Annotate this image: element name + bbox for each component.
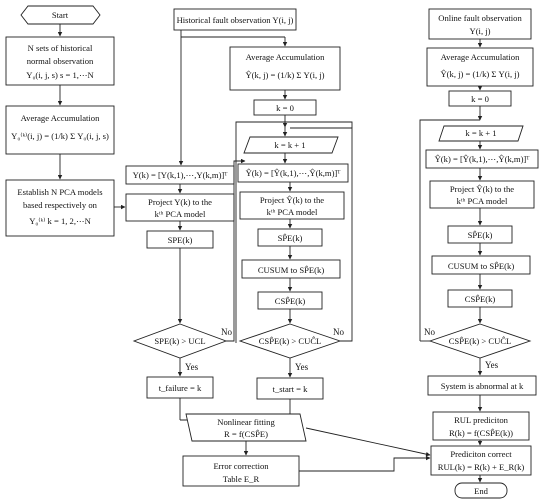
avg-acc-hist-title: Average Accumulation	[246, 52, 326, 62]
nonlinear-fitting-box: Nonlinear fitting R = f(CSP̂E)	[185, 413, 307, 442]
k-increment-mid-box: k = k + 1	[243, 136, 339, 154]
no-label-right: No	[424, 327, 435, 337]
project-yhat-mid-box: Project Ŷ(k) to the kᵗʰ PCA model	[239, 191, 345, 220]
k-increment-right-box: k = k + 1	[438, 125, 524, 142]
t-start-box: t_start = k	[256, 377, 324, 400]
project-y-line2: kᵗʰ PCA model	[155, 209, 206, 219]
cspe-right-label: CSP̂E(k)	[465, 293, 496, 304]
t-start-label: t_start = k	[273, 384, 309, 394]
project-yhat-right-line2: kᵗʰ PCA model	[457, 196, 508, 206]
k-zero-mid-label: k = 0	[276, 103, 294, 113]
k-zero-mid-box: k = 0	[253, 99, 317, 116]
normal-obs-line3: Y₀(i, j, s) s = 1,⋯N	[26, 70, 94, 80]
cspe-mid-box: CSP̂E(k)	[257, 291, 323, 310]
yes-label-mid: Yes	[295, 362, 309, 372]
establish-pca-line1: Establish N PCA models	[17, 187, 103, 197]
nonlinear-line2: R = f(CSP̂E)	[224, 428, 268, 439]
spehat-mid-label: SP̂E(k)	[278, 232, 303, 243]
cspe-cucl-right-decision: CSP̂E(k) > CUĈL	[428, 323, 532, 359]
cusum-mid-label: CUSUM to SP̂E(k)	[258, 264, 325, 275]
historical-fault-box: Historical fault observation Y(i, j)	[173, 8, 297, 31]
k-zero-right-box: k = 0	[448, 90, 512, 107]
spehat-right-label: SP̂E(k)	[468, 229, 493, 240]
k-zero-right-label: k = 0	[471, 94, 489, 104]
online-fault-box: Online fault observation Y(i, j)	[428, 8, 532, 40]
yhat-vector-mid-label: Ŷ(k) = [Ŷ(k,1),⋯,Ŷ(k,m)]ᵀ	[246, 168, 342, 178]
system-abnormal-label: System is abnormal at k	[441, 381, 524, 391]
spehat-mid-box: SP̂E(k)	[257, 228, 323, 247]
yhat-vector-right-label: Ŷ(k) = [Ŷ(k,1),⋯,Ŷ(k,m)]ᵀ	[435, 154, 531, 164]
establish-pca-line2: based respectively on	[23, 200, 98, 210]
avg-acc-online-formula: Ŷ(k, j) = (1/k) Σ Y(i, j)	[440, 69, 519, 79]
start-label: Start	[52, 10, 69, 20]
yes-label-left: Yes	[185, 362, 199, 372]
no-label-left: No	[221, 327, 232, 337]
spe-ucl-label: SPE(k) > UCL	[154, 336, 205, 346]
k-increment-right-label: k = k + 1	[465, 128, 496, 138]
project-yhat-mid-line2: kᵗʰ PCA model	[267, 207, 318, 217]
yhat-vector-right-box: Ŷ(k) = [Ŷ(k,1),⋯,Ŷ(k,m)]ᵀ	[425, 149, 539, 169]
spehat-right-box: SP̂E(k)	[447, 225, 513, 244]
y-vector-label: Y(k) = [Y(k,1),⋯,Y(k,m)]ᵀ	[133, 170, 229, 180]
cspe-mid-label: CSP̂E(k)	[275, 295, 306, 306]
error-corr-line2: Table E_R	[223, 474, 260, 484]
avg-accumulation-hist-box: Average Accumulation Ŷ(k, j) = (1/k) Σ Y…	[229, 46, 341, 91]
avg-acc-normal-title: Average Accumulation	[21, 113, 101, 123]
pred-correct-line1: Prediciton correct	[450, 449, 512, 459]
start-node: Start	[20, 5, 101, 25]
avg-acc-online-title: Average Accumulation	[441, 52, 521, 62]
cspe-cucl-mid-decision: CSP̂E(k) > CUĈL	[238, 323, 342, 359]
avg-accumulation-normal-box: Average Accumulation Y₀⁽ᵏ⁾(i, j) = (1/k)…	[5, 105, 115, 155]
normal-observation-box: N sets of historical normal observation …	[5, 36, 115, 86]
establish-pca-box: Establish N PCA models based respectivel…	[5, 179, 115, 237]
online-fault-line2: Y(i, j)	[469, 26, 490, 36]
normal-obs-line1: N sets of historical	[28, 43, 93, 53]
cspe-right-box: CSP̂E(k)	[447, 289, 513, 308]
rul-prediction-box: RUL prediciton R(k) = f(CSP̂E(k))	[432, 411, 530, 441]
spe-label: SPE(k)	[168, 235, 193, 245]
yes-label-right: Yes	[485, 360, 499, 370]
cusum-right-box: CUSUM to SP̂E(k)	[431, 255, 531, 275]
rul-pred-line1: RUL prediciton	[454, 415, 509, 425]
t-failure-label: t_failure = k	[159, 383, 202, 393]
cusum-right-label: CUSUM to SP̂E(k)	[448, 260, 515, 271]
yhat-vector-mid-box: Ŷ(k) = [Ŷ(k,1),⋯,Ŷ(k,m)]ᵀ	[237, 163, 349, 183]
cusum-mid-box: CUSUM to SP̂E(k)	[241, 259, 341, 279]
historical-fault-label: Historical fault observation Y(i, j)	[177, 15, 294, 25]
system-abnormal-box: System is abnormal at k	[427, 375, 537, 396]
prediction-correct-box: Prediciton correct RUL(k) = R(k) + E_R(k…	[430, 445, 532, 476]
error-correction-box: Error correction Table E_R	[182, 455, 300, 487]
rul-pred-line2: R(k) = f(CSP̂E(k))	[449, 427, 513, 438]
avg-accumulation-online-box: Average Accumulation Ŷ(k, j) = (1/k) Σ Y…	[426, 47, 534, 87]
cspe-cucl-mid-label: CSP̂E(k) > CUĈL	[259, 335, 322, 346]
error-corr-line1: Error correction	[213, 461, 269, 471]
project-yhat-mid-line1: Project Ŷ(k) to the	[260, 195, 324, 205]
k-increment-mid-label: k = k + 1	[274, 140, 305, 150]
avg-acc-hist-formula: Ŷ(k, j) = (1/k) Σ Y(i, j)	[245, 70, 324, 80]
nonlinear-line1: Nonlinear fitting	[217, 417, 275, 427]
no-label-mid: No	[333, 327, 344, 337]
end-node: End	[454, 482, 508, 499]
spe-ucl-decision: SPE(k) > UCL	[132, 323, 228, 359]
establish-pca-line3: Y₀⁽ᵏ⁾ k = 1, 2,⋯N	[29, 216, 91, 226]
cspe-cucl-right-label: CSP̂E(k) > CUĈL	[449, 335, 512, 346]
t-failure-box: t_failure = k	[146, 376, 214, 399]
project-yhat-right-box: Project Ŷ(k) to the kᵗʰ PCA model	[429, 180, 535, 209]
y-vector-box: Y(k) = [Y(k,1),⋯,Y(k,m)]ᵀ	[125, 165, 235, 185]
end-label: End	[474, 486, 489, 496]
project-y-line1: Project Y(k) to the	[148, 197, 212, 207]
avg-acc-normal-formula: Y₀⁽ᵏ⁾(i, j) = (1/k) Σ Y₀(i, j, s)	[11, 131, 109, 141]
project-yhat-right-line1: Project Ŷ(k) to the	[450, 184, 514, 194]
project-y-box: Project Y(k) to the kᵗʰ PCA model	[125, 193, 235, 222]
pred-correct-line2: RUL(k) = R(k) + E_R(k)	[438, 462, 525, 472]
online-fault-line1: Online fault observation	[438, 13, 522, 23]
spe-box: SPE(k)	[146, 230, 214, 249]
normal-obs-line2: normal observation	[27, 56, 94, 66]
